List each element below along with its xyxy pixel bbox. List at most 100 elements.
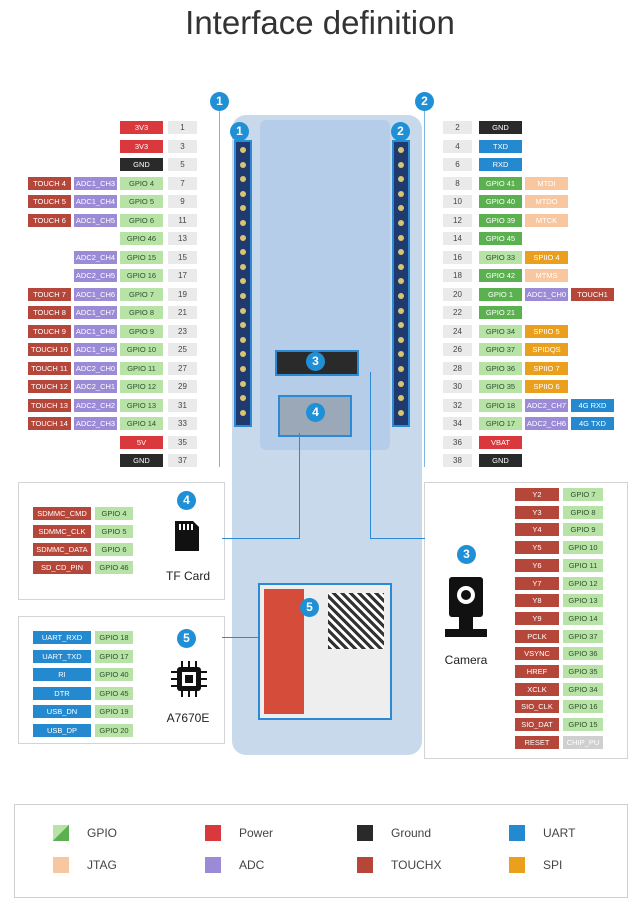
camera-gpio-label: GPIO 34 — [563, 682, 603, 696]
pin-number: 16 — [443, 250, 472, 264]
a7670e-gpio-label: GPIO 20 — [95, 723, 133, 737]
camera-signal-label: VSYNC — [515, 647, 559, 661]
legend-swatch — [53, 857, 69, 873]
camera-signal-label: XCLK — [515, 682, 559, 696]
camera-signal-label: Y5 — [515, 541, 559, 555]
tf-card-connector-line — [222, 538, 300, 539]
pin-label: TXD — [479, 139, 522, 153]
pin-label: TOUCH 7 — [28, 287, 71, 301]
header-pin-hole — [240, 263, 246, 270]
pin-label: GPIO 39 — [479, 213, 522, 227]
camera-gpio-label: GPIO 36 — [563, 647, 603, 661]
board-marker-3: 3 — [306, 352, 325, 371]
pin-label: ADC2_CH1 — [74, 380, 117, 393]
header-pin-hole — [240, 161, 246, 168]
camera-gpio-label: GPIO 8 — [563, 505, 603, 519]
pin-label: MTDO — [525, 195, 568, 208]
header-pin-hole — [398, 307, 404, 314]
pin-label: ADC1_CH6 — [74, 287, 117, 301]
legend-label: UART — [543, 826, 576, 840]
pin-label: TOUCH 8 — [28, 306, 71, 319]
camera-signal-label: SIO_DAT — [515, 718, 559, 732]
pin-number: 3 — [168, 139, 197, 153]
pin-number: 4 — [443, 139, 472, 153]
header-pin-hole — [240, 322, 246, 329]
pin-label: GPIO 6 — [120, 213, 163, 227]
header-pin-hole — [240, 234, 246, 241]
pin-number: 20 — [443, 287, 472, 301]
board-marker-5: 5 — [300, 598, 319, 617]
pin-number: 30 — [443, 380, 472, 393]
camera-signal-label: SIO_CLK — [515, 700, 559, 714]
header-pin-hole — [240, 366, 246, 372]
pin-label: SPIIO 7 — [525, 361, 568, 375]
pin-label: GPIO 8 — [120, 306, 163, 319]
header-pin-hole — [240, 249, 246, 256]
header-pin-hole — [398, 176, 404, 183]
pin-label: GPIO 5 — [120, 195, 163, 208]
a7670e-gpio-label: GPIO 19 — [95, 705, 133, 718]
camera-caption: Camera — [444, 653, 488, 667]
pin-label: TOUCH 12 — [28, 380, 71, 393]
a7670e-gpio-label: GPIO 18 — [95, 631, 133, 644]
pin-label: ADC2_CH5 — [74, 269, 117, 282]
legend-label: ADC — [239, 858, 265, 872]
pin-label: ADC2_CH6 — [525, 417, 568, 430]
tf-signal-label: SDMMC_DATA — [33, 543, 91, 556]
right-pin-header — [392, 140, 410, 427]
legend-label: GPIO — [87, 826, 118, 840]
legend-swatch — [357, 825, 373, 841]
pin-number: 7 — [168, 176, 197, 190]
pin-label: SPIIO 4 — [525, 250, 568, 264]
pin-label: GPIO 34 — [479, 324, 522, 338]
pin-number: 8 — [443, 176, 472, 190]
legend-label: Power — [239, 826, 274, 840]
pin-number: 36 — [443, 435, 472, 449]
pin-label: GPIO 37 — [479, 343, 522, 356]
pin-number: 18 — [443, 269, 472, 282]
header-pin-hole — [398, 366, 404, 372]
a7670e-gpio-label: GPIO 45 — [95, 686, 133, 700]
header-pin-hole — [240, 307, 246, 314]
pin-label: TOUCH 10 — [28, 343, 71, 356]
a7670e-caption: A7670E — [166, 711, 210, 725]
pin-number: 38 — [443, 454, 472, 467]
pin-number: 13 — [168, 232, 197, 245]
pin-number: 28 — [443, 361, 472, 375]
a7670e-gpio-label: GPIO 17 — [95, 649, 133, 663]
camera-gpio-label: GPIO 16 — [563, 700, 603, 714]
camera-gpio-label: CHIP_PU — [563, 735, 603, 749]
pin-label: ADC1_CH3 — [74, 176, 117, 190]
pin-label: GPIO 46 — [120, 232, 163, 245]
pin-label: ADC2_CH7 — [525, 398, 568, 412]
pin-number: 1 — [168, 121, 197, 134]
left-header-marker: 1 — [210, 92, 229, 111]
tf-gpio-label: GPIO 6 — [95, 543, 133, 556]
a7670e-module — [258, 583, 392, 720]
qr-code-icon — [328, 593, 384, 649]
header-pin-hole — [398, 161, 404, 168]
camera-gpio-label: GPIO 14 — [563, 611, 603, 625]
pin-number: 31 — [168, 398, 197, 412]
camera-gpio-label: GPIO 37 — [563, 629, 603, 643]
pin-label: GPIO 7 — [120, 287, 163, 301]
pin-label: ADC2_CH3 — [74, 417, 117, 430]
pin-label: SPIDQS — [525, 343, 568, 356]
pin-label: TOUCH 4 — [28, 176, 71, 190]
pin-number: 26 — [443, 343, 472, 356]
pin-label: GPIO 11 — [120, 361, 163, 375]
pin-label: GPIO 16 — [120, 269, 163, 282]
camera-signal-label: Y2 — [515, 488, 559, 501]
header-pin-hole — [240, 147, 246, 153]
camera-signal-label: PCLK — [515, 629, 559, 643]
pin-label: ADC1_CH7 — [74, 306, 117, 319]
pin-number: 29 — [168, 380, 197, 393]
camera-signal-label: HREF — [515, 665, 559, 678]
tf-signal-label: SDMMC_CMD — [33, 507, 91, 520]
legend-swatch — [509, 825, 525, 841]
tf-card-marker: 4 — [177, 491, 196, 510]
pin-number: 5 — [168, 158, 197, 171]
board-marker-4: 4 — [306, 403, 325, 422]
